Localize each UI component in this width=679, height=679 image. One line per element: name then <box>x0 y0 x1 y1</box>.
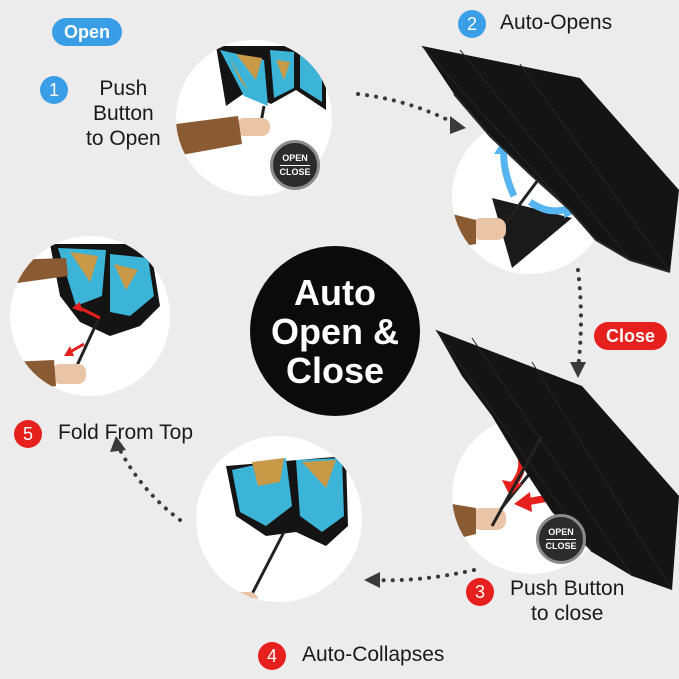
open-close-badge-open: OPEN <box>282 152 308 163</box>
step-3-number: 3 <box>466 578 494 606</box>
step-4: 4 Auto-Collapses <box>258 642 444 670</box>
open-close-badge-close: CLOSE <box>279 166 311 177</box>
umbrella-illustration <box>421 45 679 273</box>
umbrella-illustration <box>435 329 679 591</box>
center-title-line-1: Auto <box>294 271 376 313</box>
open-pill: Open <box>52 18 123 46</box>
step-5-number: 5 <box>14 420 42 448</box>
center-title-line-2: Open & <box>270 310 399 352</box>
step-1-label: Push Button to Open <box>86 77 161 150</box>
photo-step-1 <box>176 40 332 196</box>
umbrella-illustration <box>452 138 582 268</box>
center-title-line-3: Close <box>285 349 385 391</box>
step-4-number: 4 <box>258 642 286 670</box>
open-close-button-badge-top: OPEN CLOSE <box>270 140 320 190</box>
step-2: 2 Auto-Opens <box>458 10 612 38</box>
center-title-badge: Auto Open & Close <box>250 246 420 416</box>
umbrella-illustration <box>196 456 348 602</box>
step-3: 3 Push Button to close <box>466 576 624 626</box>
step-1: 1 Push Button to Open <box>40 76 161 151</box>
umbrella-illustration <box>176 46 326 156</box>
photo-step-5 <box>10 236 170 396</box>
close-pill: Close <box>594 322 668 350</box>
step-2-label: Auto-Opens <box>500 11 613 34</box>
curved-arrow-icon <box>79 306 101 320</box>
open-close-button-badge-bottom: OPEN CLOSE <box>536 514 586 564</box>
umbrella-illustration <box>10 244 160 392</box>
step-3-label: Push Button to close <box>510 577 625 625</box>
step-1-number: 1 <box>40 76 68 104</box>
open-close-badge-open: OPEN <box>548 526 574 537</box>
step-2-number: 2 <box>458 10 486 38</box>
open-close-badge-close: CLOSE <box>545 540 577 551</box>
step-5: 5 Fold From Top <box>14 420 193 448</box>
photo-step-4 <box>196 436 362 602</box>
step-4-label: Auto-Collapses <box>302 643 445 666</box>
step-5-label: Fold From Top <box>58 421 193 444</box>
